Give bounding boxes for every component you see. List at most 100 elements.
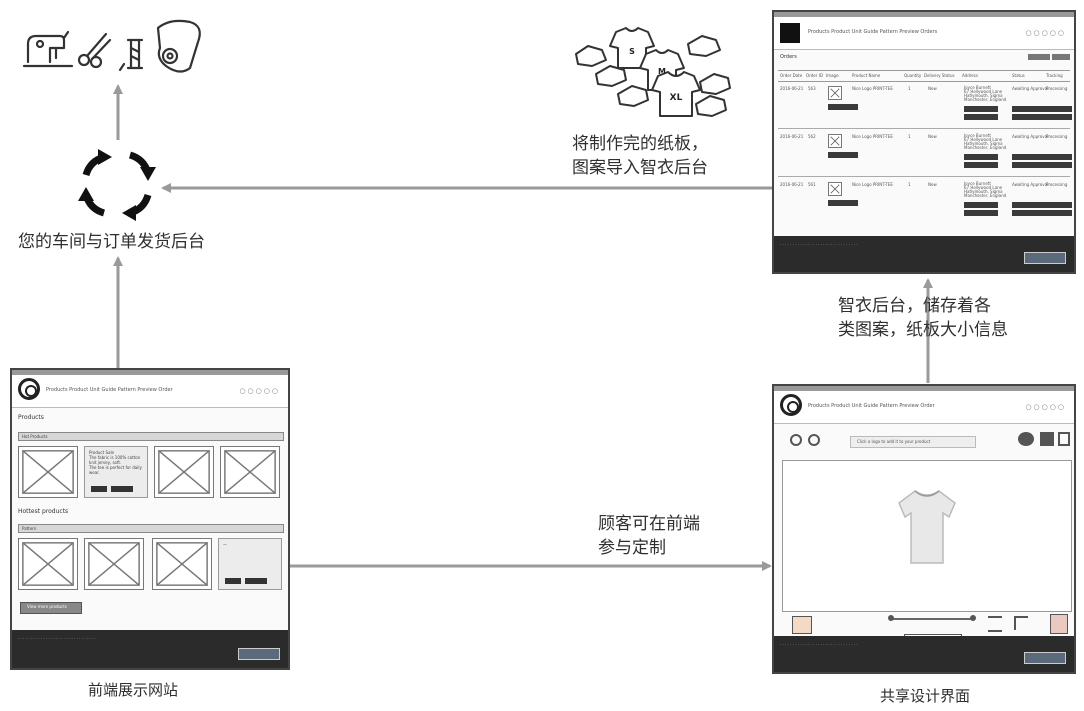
design-canvas[interactable] [782,460,1072,612]
caption-backend: 智衣后台，储存着各 类图案，纸板大小信息 [838,296,1008,340]
order-row: 2016-06-21 561 Nice Logo PRINT-TEE 1 New… [778,178,1072,222]
row-button[interactable] [964,114,998,120]
nav-icons: ○○○○○ [1025,403,1066,411]
product-info-box: Product Sale The fabric is 100% cotton k… [84,446,148,498]
undo-icon[interactable] [790,434,802,446]
front-site-screenshot: Products Product Unit Guide Pattern Prev… [10,368,290,670]
front-section2-title: Hottest products [18,508,69,515]
footer-button[interactable] [1024,652,1066,664]
row-button[interactable] [964,162,998,168]
view-icon[interactable] [1018,432,1034,446]
order-image-placeholder [828,86,842,100]
caption-shared: 共享设计界面 [880,687,971,705]
product-image-placeholder [18,446,78,498]
pattern-piece [617,85,649,107]
sewing-machine-icon [22,30,74,68]
backend-nav-items: Products Product Unit Guide Pattern Prev… [808,29,938,35]
pattern-image-placeholder [18,538,78,590]
row-button[interactable] [828,200,858,206]
tshirt-preview-icon [898,490,956,564]
backend-table-header: Order Date Order ID Image Product Name Q… [778,70,1070,82]
row-button[interactable] [1012,106,1072,112]
cycle-icon [78,149,156,221]
info-button[interactable] [111,486,133,492]
fabric-roll-icon [156,19,201,73]
design-nav-items: Products Product Unit Guide Pattern Prev… [808,403,935,409]
pattern-image-placeholder [152,538,212,590]
backend-action-button[interactable] [1052,54,1070,60]
info-button[interactable] [91,486,107,492]
row-button[interactable] [828,104,858,110]
order-row: 2016-06-21 563 Nice Logo PRINT-TEE 1 New… [778,82,1072,129]
row-button[interactable] [828,152,858,158]
front-nav: Products Product Unit Guide Pattern Prev… [12,375,288,408]
design-footer: · · · · · · · · · · · · · · · · · · · · … [774,636,1074,672]
backend-screenshot: Products Product Unit Guide Pattern Prev… [772,10,1076,274]
row-button[interactable] [1012,154,1072,160]
design-hint-bar: Click a logo to add it to your product [850,436,976,448]
caption-customer: 顾客可在前端 参与定制 [598,514,700,558]
nav-icons: ○○○○○ [1025,29,1066,37]
save-icon[interactable] [1040,432,1054,446]
pattern-info-box: — [218,538,282,590]
order-image-placeholder [828,134,842,148]
logo-icon [18,378,40,400]
size-label-m: M [658,67,666,76]
front-footer: · · · · · · · · · · · · · · · · · · · · … [12,630,288,668]
row-button[interactable] [964,154,998,160]
pattern-piece [595,65,627,87]
backend-page-title: Orders [780,54,797,60]
design-screenshot: Products Product Unit Guide Pattern Prev… [772,384,1076,674]
info-button[interactable] [225,578,241,584]
logo-icon [780,394,802,416]
row-button[interactable] [1012,114,1072,120]
backend-nav: Products Product Unit Guide Pattern Prev… [774,17,1074,50]
layers-icon[interactable] [988,616,1002,632]
info-button[interactable] [245,578,267,584]
front-section1-title: Products [18,414,44,421]
size-label-xl: XL [670,93,683,103]
flag-icon[interactable] [1014,616,1028,630]
view-more-button[interactable]: View more products [20,602,82,614]
pattern-piece [687,35,721,57]
tshirt-icon [609,27,655,69]
front-section2-bar: Pattern [18,524,284,533]
front-nav-items: Products Product Unit Guide Pattern Prev… [46,387,173,393]
pattern-piece [695,95,727,117]
slider-handle[interactable] [970,615,976,621]
tshirt-patterns-illustration: S M XL [575,27,731,117]
front-section1-bar: Hot Products [18,432,284,441]
pattern-piece [575,45,607,67]
footer-button[interactable] [238,648,280,660]
caption-workshop: 您的车间与订单发货后台 [18,232,205,252]
tools-icons [22,19,201,73]
row-button[interactable] [964,202,998,208]
slider-handle[interactable] [888,615,894,621]
design-nav: Products Product Unit Guide Pattern Prev… [774,391,1074,424]
pattern-image-placeholder [84,538,144,590]
scissors-icon [77,32,112,69]
backend-footer: · · · · · · · · · · · · · · · · · · · · … [774,236,1074,272]
size-slider[interactable] [890,618,974,620]
row-button[interactable] [1012,162,1072,168]
size-label-s: S [629,47,635,56]
row-button[interactable] [964,210,998,216]
left-tool-icon[interactable] [792,616,812,634]
backend-logo [780,23,800,43]
row-button[interactable] [1012,202,1072,208]
backend-action-button[interactable] [1028,54,1050,60]
redo-icon[interactable] [808,434,820,446]
nav-icons: ○○○○○ [239,387,280,395]
row-button[interactable] [964,106,998,112]
order-row: 2016-06-21 562 Nice Logo PRINT-TEE 1 New… [778,130,1072,177]
footer-button[interactable] [1024,252,1066,264]
right-tool-icon[interactable] [1050,614,1068,634]
product-image-placeholder [220,446,280,498]
caption-import: 将制作完的纸板， 图案导入智衣后台 [572,134,708,178]
order-image-placeholder [828,182,842,196]
share-icon[interactable] [1058,432,1070,446]
product-image-placeholder [154,446,214,498]
row-button[interactable] [1012,210,1072,216]
caption-front-site: 前端展示网站 [88,681,179,699]
pattern-piece [699,73,731,95]
